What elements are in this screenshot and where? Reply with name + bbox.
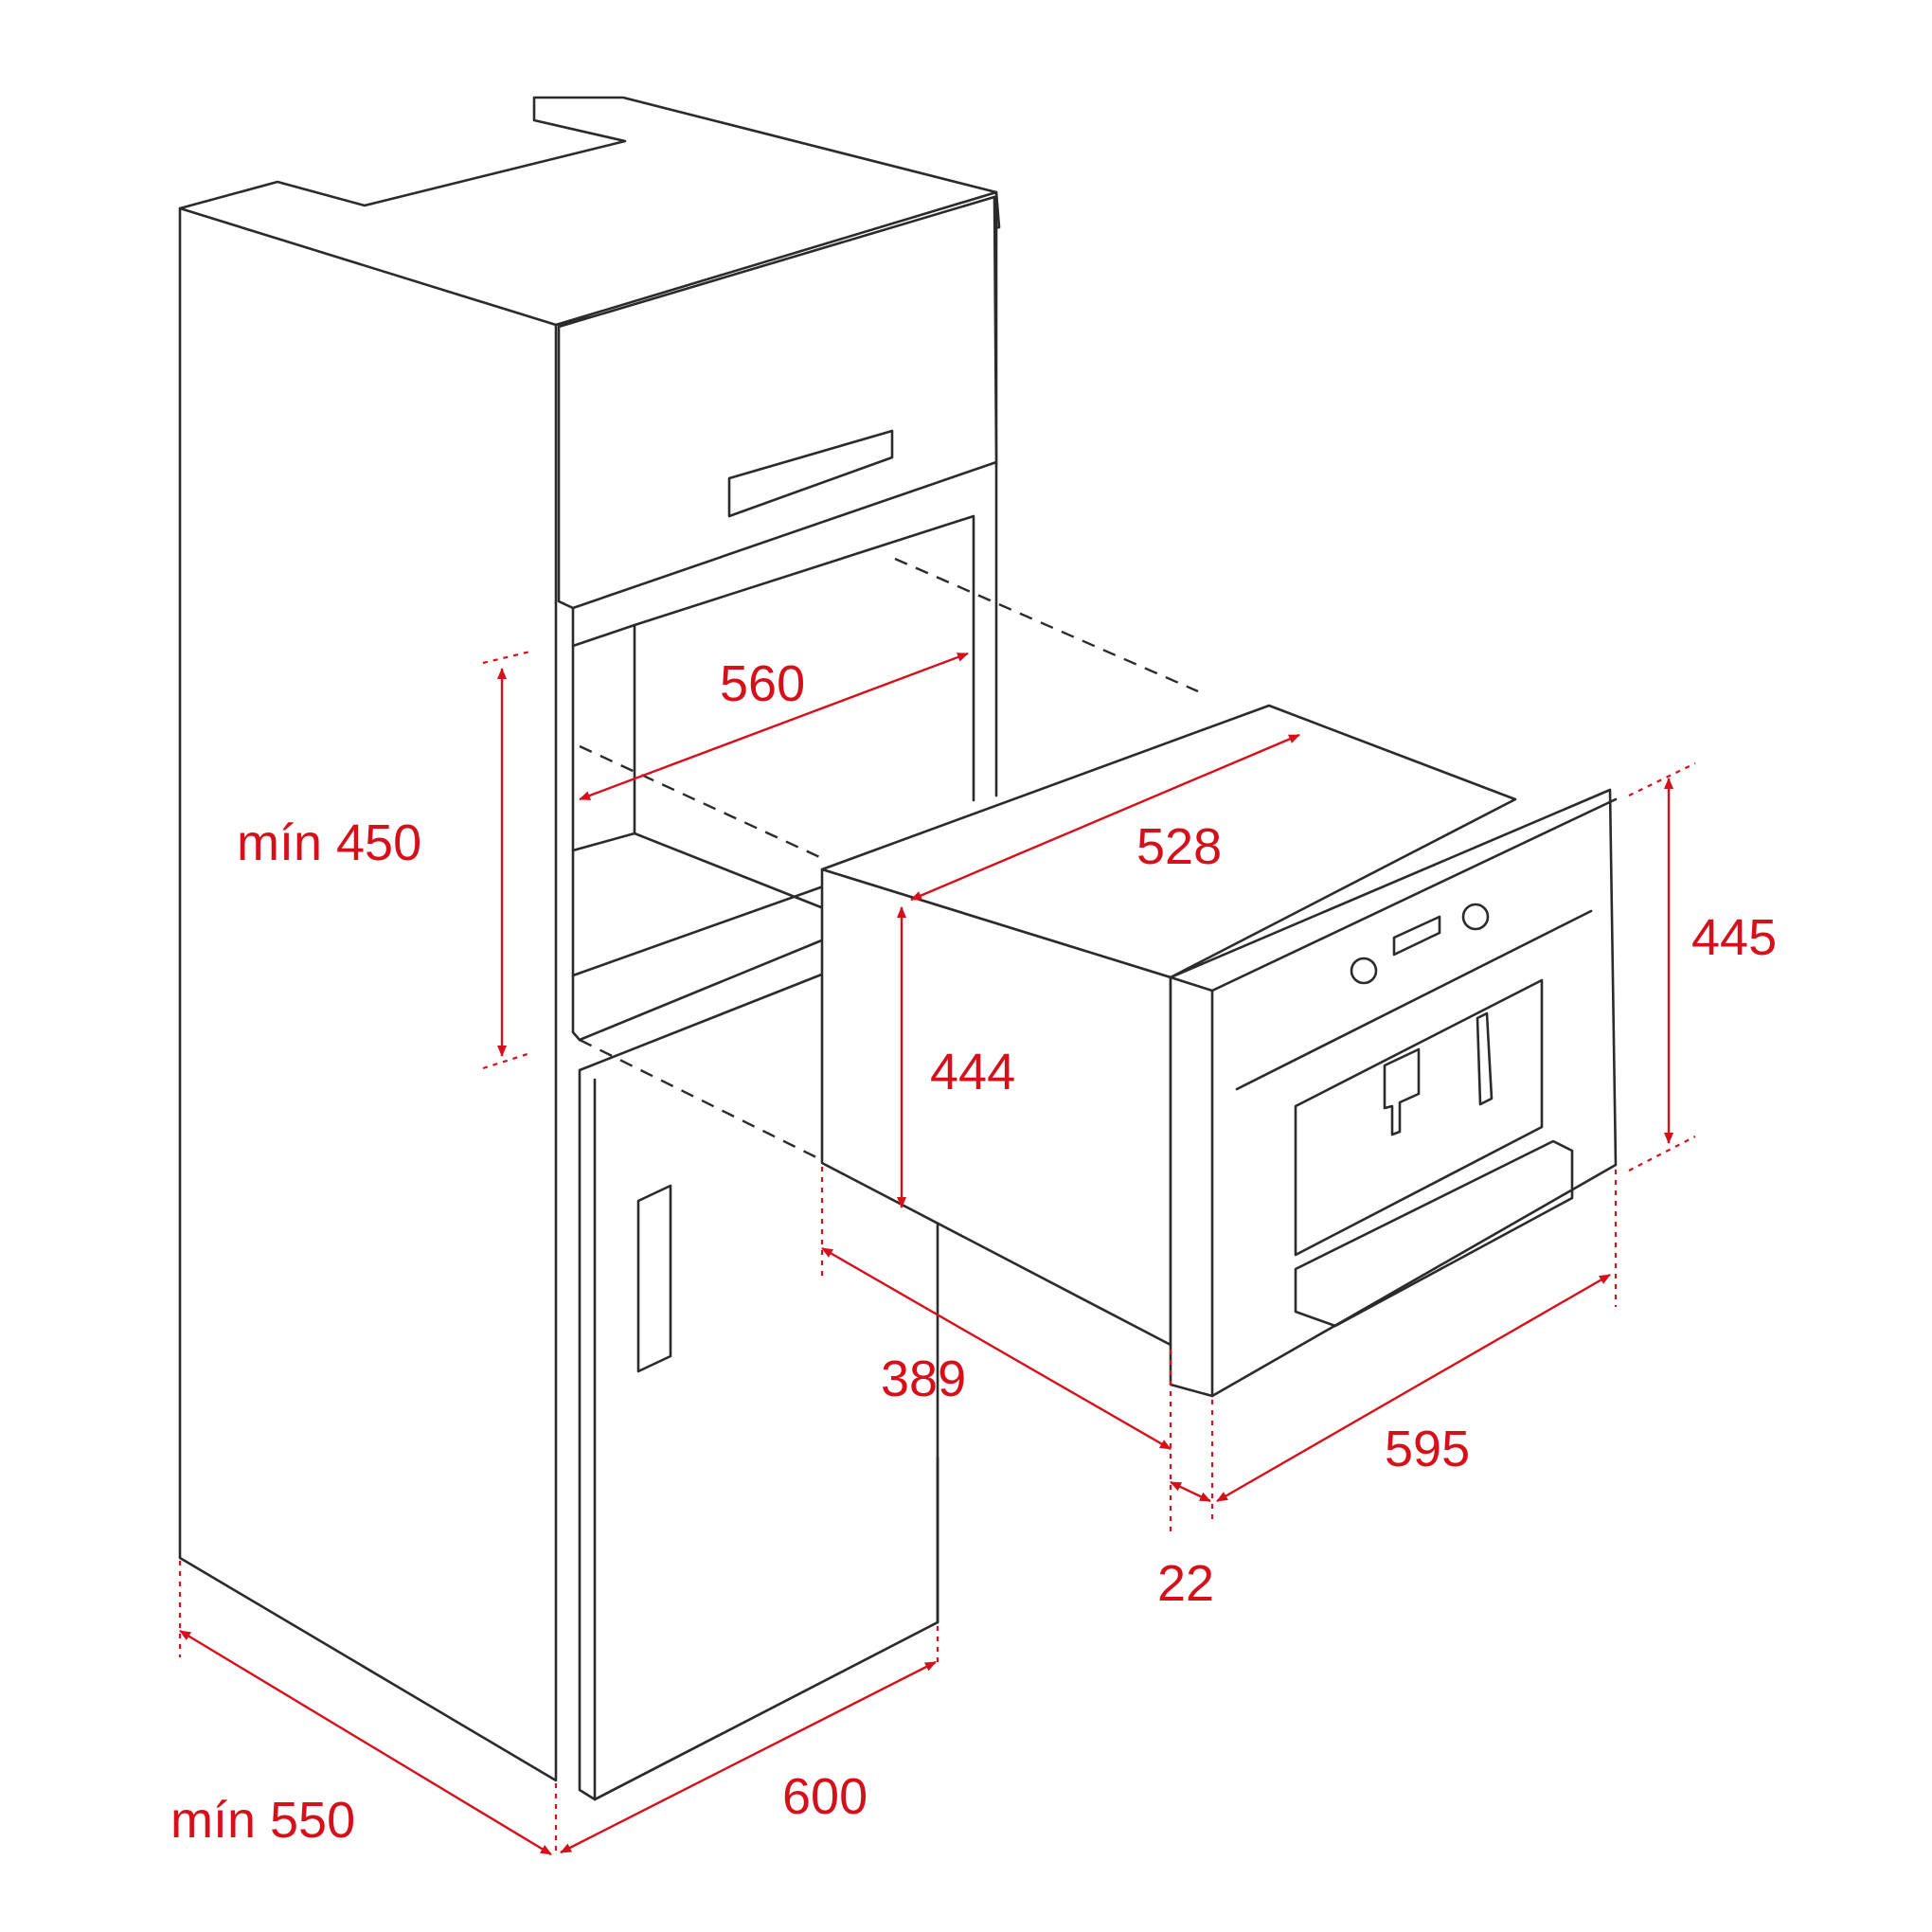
niche-left-wall <box>571 606 581 1042</box>
label-appliance-depth: 528 <box>1136 818 1222 875</box>
machine-control-strip <box>1235 909 1593 1091</box>
niche-floor-front <box>571 832 828 911</box>
dim-line-cabinet-depth <box>179 1629 552 1856</box>
niche-floor-back <box>571 884 828 977</box>
dim-line-front-width <box>1216 1273 1611 1503</box>
dimension-lines <box>178 650 1696 1856</box>
upper-drawer-front <box>557 195 998 610</box>
cabinet-side-panel <box>178 206 558 1782</box>
hidden-line-mid <box>579 744 827 862</box>
hidden-lines <box>579 557 1199 1159</box>
label-front-thickness: 22 <box>1157 1555 1214 1612</box>
niche-floor-edge <box>578 938 826 1042</box>
label-cabinet-depth: mín 550 <box>170 1792 355 1849</box>
label-body-depth: 389 <box>881 1351 966 1407</box>
dim-line-niche-width <box>579 652 969 801</box>
niche-back-top <box>633 514 975 802</box>
hidden-line-top <box>894 557 1199 693</box>
dim-line-front-thickness <box>1170 1480 1211 1503</box>
brew-recess <box>1294 978 1544 1257</box>
dimension-labels: mín 550 600 mín 450 560 528 444 445 389 … <box>170 655 1777 1849</box>
label-front-width: 595 <box>1385 1421 1470 1477</box>
upper-drawer <box>557 195 998 610</box>
niche-back-wall <box>571 623 636 835</box>
dim-line-body-depth <box>821 1246 1172 1451</box>
label-niche-height: mín 450 <box>237 814 421 871</box>
label-cabinet-width: 600 <box>782 1768 868 1825</box>
lower-door-handle <box>636 1184 672 1373</box>
label-front-height: 445 <box>1691 909 1777 966</box>
left-knob-icon <box>1350 957 1378 985</box>
dim-line-cabinet-width <box>560 1660 937 1854</box>
coffee-spout <box>1383 1047 1421 1136</box>
right-knob-icon <box>1461 903 1490 931</box>
steam-wand <box>1476 1011 1494 1106</box>
dim-line-appliance-depth <box>910 733 1300 902</box>
display-screen <box>1392 915 1441 957</box>
label-body-height: 444 <box>930 1044 1015 1100</box>
label-niche-width: 560 <box>720 655 805 712</box>
upper-drawer-handle <box>727 429 894 518</box>
